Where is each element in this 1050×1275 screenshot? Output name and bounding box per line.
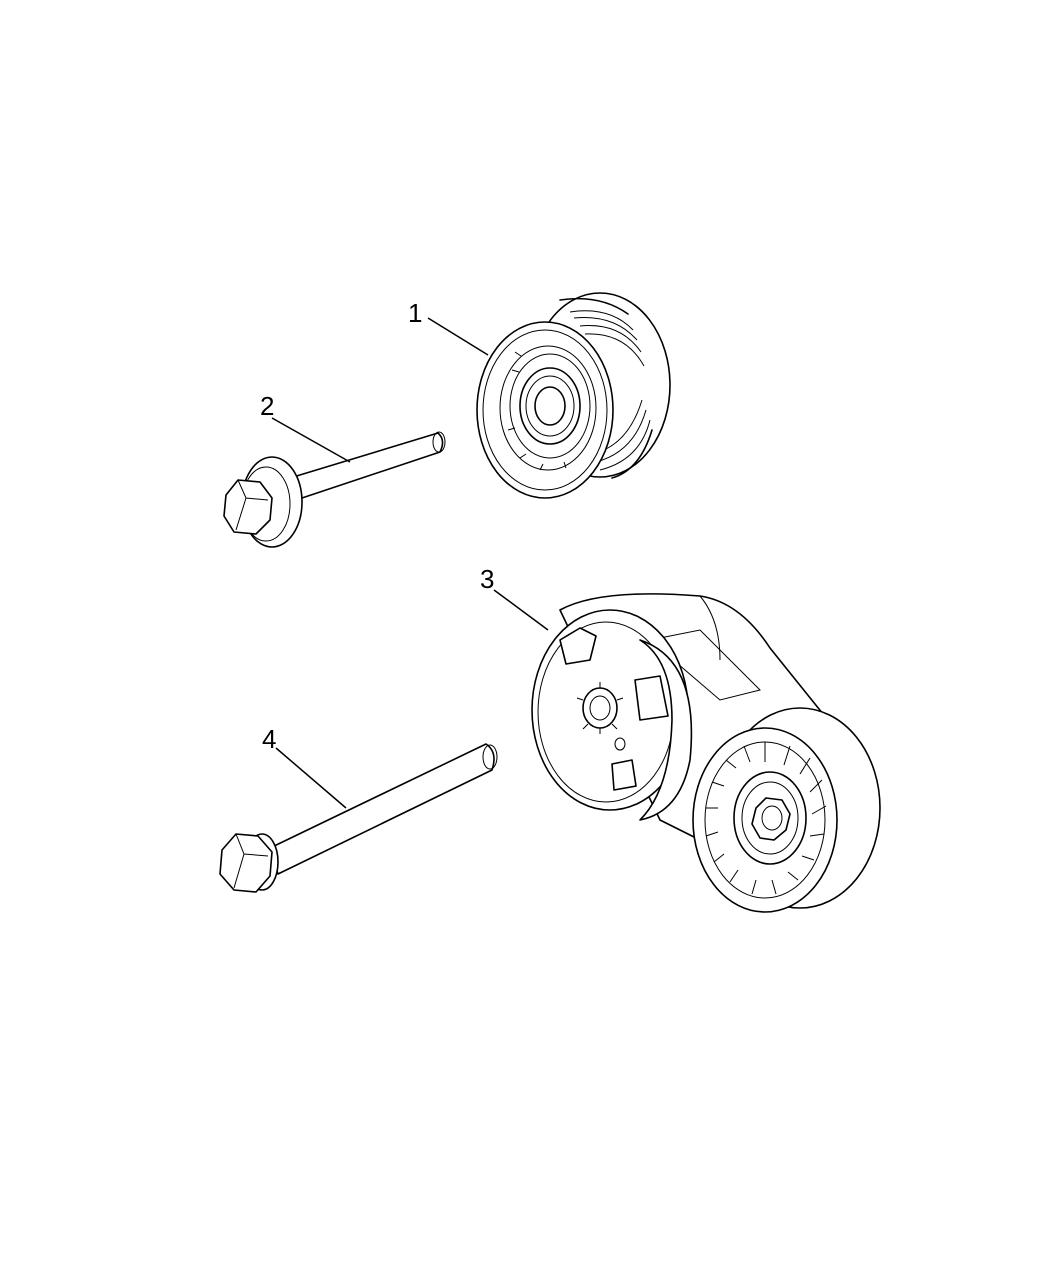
callout-1-number: 1 [408,298,422,328]
callout-2: 2 [260,391,351,463]
callout-3: 3 [480,564,549,631]
belt-tensioner [531,593,881,913]
callout-2-leader [271,417,351,463]
tensioner-bolt [219,743,498,893]
callout-4-leader [275,747,347,809]
callout-4-number: 4 [262,724,276,754]
callout-2-number: 2 [260,391,274,421]
callout-1: 1 [408,298,489,356]
callout-1-leader [427,317,489,356]
callout-3-leader [493,589,549,631]
idler-pulley [476,292,671,499]
pulley-bolt [223,431,446,548]
callout-3-number: 3 [480,564,494,594]
callout-4: 4 [262,724,347,809]
